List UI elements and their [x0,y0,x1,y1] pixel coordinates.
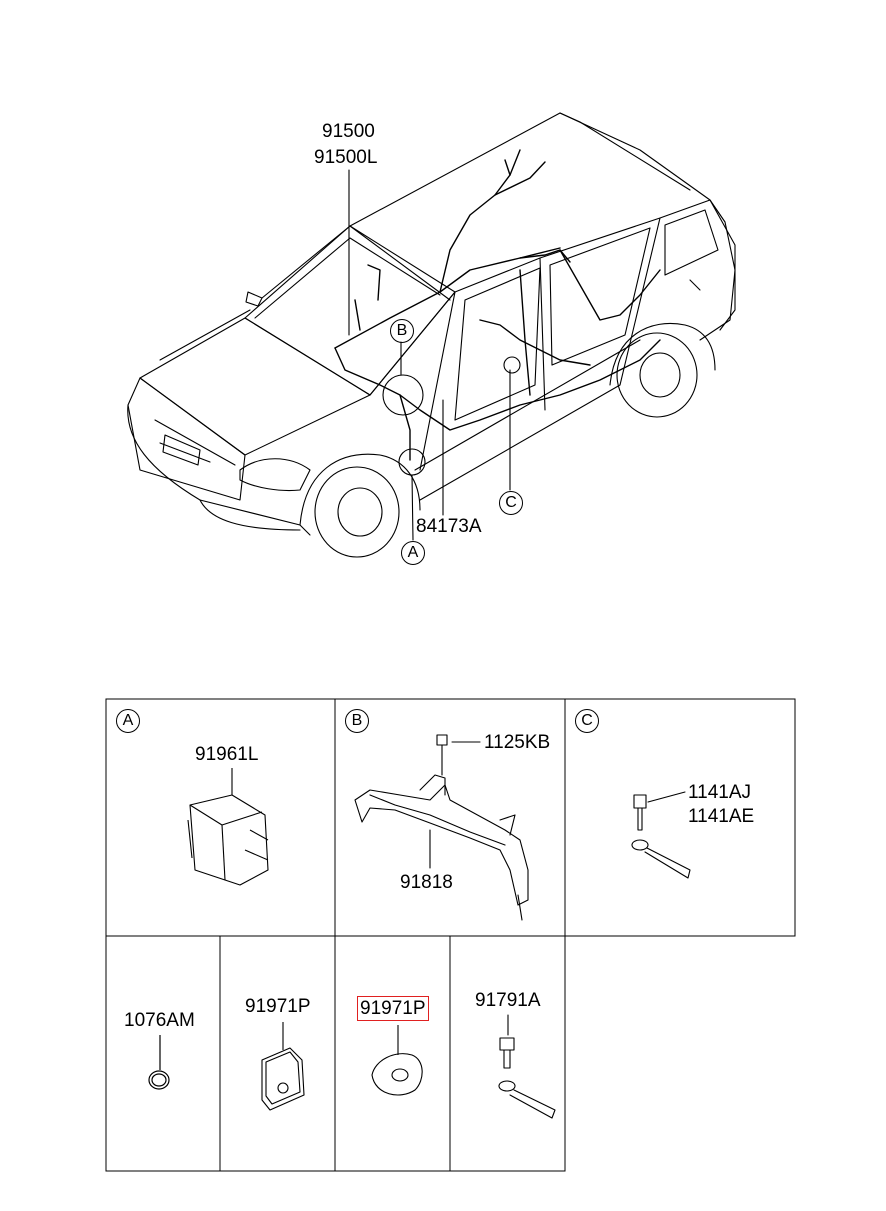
part-label-91500[interactable]: 91500 [322,121,375,142]
callout-c[interactable]: C [499,491,523,515]
part-label-91791A[interactable]: 91791A [475,990,541,1011]
part-label-84173A[interactable]: 84173A [416,516,482,537]
part-label-1141AJ[interactable]: 1141AJ [688,782,752,803]
part-label-91961L[interactable]: 91961L [195,744,259,765]
part-label-1076AM[interactable]: 1076AM [124,1010,195,1031]
part-label-1125KB[interactable]: 1125KB [484,732,551,753]
callout-a[interactable]: A [401,541,425,565]
detail-letter-b: B [345,709,369,733]
car-overview-drawing [127,112,736,558]
callout-b[interactable]: B [390,319,414,343]
part-label-91971P-highlighted[interactable]: 91971P [357,996,429,1021]
part-label-91818[interactable]: 91818 [400,872,453,893]
detail-letter-c: C [575,709,599,733]
detail-letter-a: A [116,709,140,733]
part-label-91500L[interactable]: 91500L [314,147,378,168]
part-label-91971P[interactable]: 91971P [245,996,311,1017]
part-label-1141AE[interactable]: 1141AE [688,806,755,827]
